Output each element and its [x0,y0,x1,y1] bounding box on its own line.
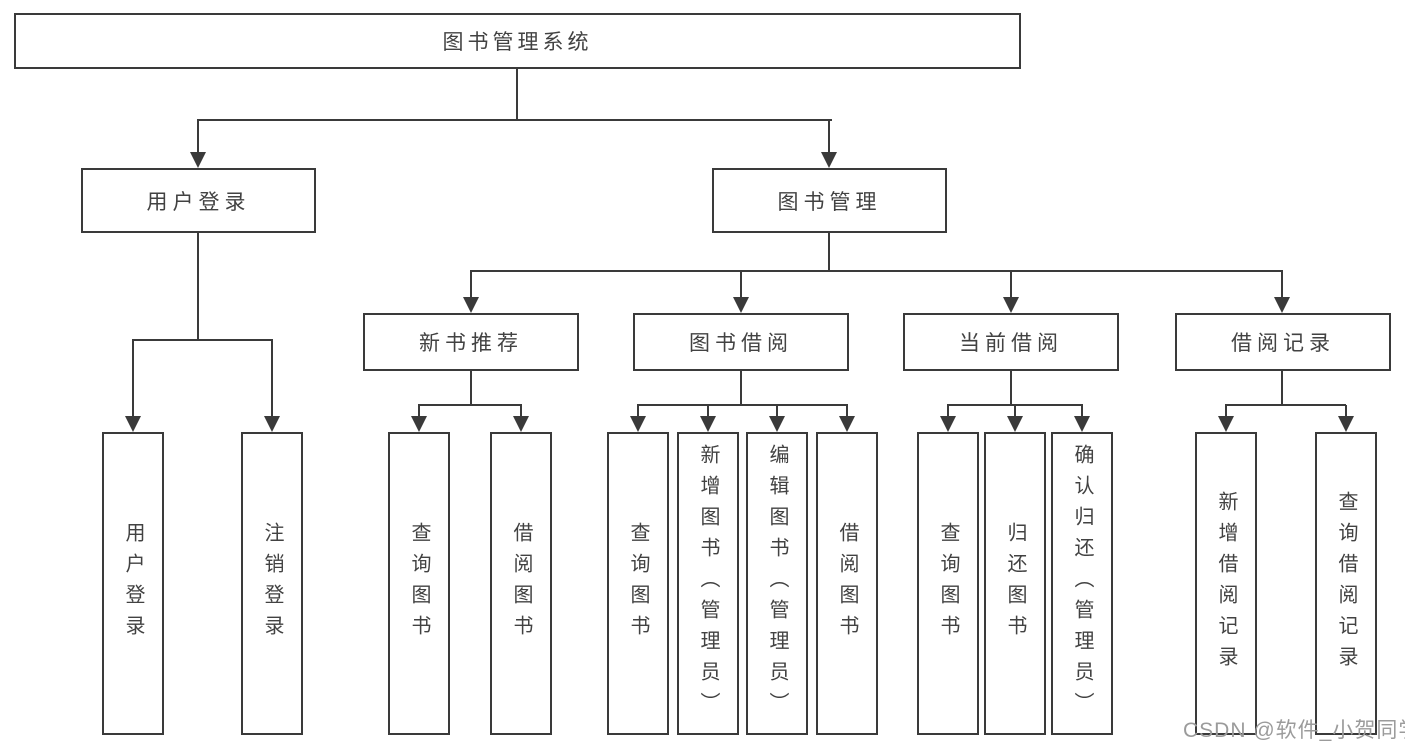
connector-line [637,404,848,406]
leaf-add-book-admin: 新增图书（管理员） [677,432,739,735]
leaf-borrow-books: 借阅图书 [816,432,878,735]
connector-line [1225,404,1346,406]
leaf-label: 编辑图书（管理员） [766,444,788,723]
connector-line [197,120,199,153]
watermark-csdn: CSDN @软件_小贺同学 [1183,719,1405,742]
leaf-label: 用户登录 [122,521,144,646]
connector-line [470,271,472,297]
arrow-down-icon [190,152,206,168]
node-new-book-recommend: 新书推荐 [363,313,579,371]
connector-line [470,371,472,405]
arrow-down-icon [1338,416,1354,432]
connector-line [271,340,273,416]
connector-line [1345,405,1347,416]
arrow-down-icon [264,416,280,432]
arrow-down-icon [700,416,716,432]
connector-line [776,405,778,416]
arrow-down-icon [513,416,529,432]
connector-line [1010,271,1012,297]
node-label: 用户登录 [146,190,251,214]
node-book-borrow: 图书借阅 [633,313,849,371]
leaf-label: 查询借阅记录 [1335,490,1357,677]
connector-line [637,405,639,416]
arrow-down-icon [940,416,956,432]
leaf-label: 注销登录 [261,521,283,646]
node-current-borrow: 当前借阅 [903,313,1119,371]
connector-line [132,340,134,416]
arrow-down-icon [769,416,785,432]
connector-line [740,371,742,405]
leaf-logout: 注销登录 [241,432,303,735]
leaf-label: 归还图书 [1004,521,1026,646]
connector-line [516,69,518,121]
connector-line [197,119,832,121]
node-label: 图书借阅 [689,332,793,355]
leaf-return-books: 归还图书 [984,432,1046,735]
node-library-system: 图书管理系统 [14,13,1021,69]
connector-line [1014,405,1016,416]
arrow-down-icon [821,152,837,168]
connector-line [1281,371,1283,405]
leaf-confirm-return-admin: 确认归还（管理员） [1051,432,1113,735]
connector-line [707,405,709,416]
arrow-down-icon [1074,416,1090,432]
node-borrow-records: 借阅记录 [1175,313,1391,371]
connector-line [470,270,1283,272]
arrow-down-icon [1218,416,1234,432]
connector-line [740,271,742,297]
node-label: 图书管理 [777,190,882,214]
node-label: 图书管理系统 [442,31,593,54]
connector-line [1225,405,1227,416]
arrow-down-icon [463,297,479,313]
leaf-label: 查询图书 [408,521,430,646]
connector-line [197,233,199,340]
connector-line [846,405,848,416]
node-label: 借阅记录 [1231,332,1335,355]
arrow-down-icon [733,297,749,313]
leaf-label: 新增图书（管理员） [697,444,719,723]
connector-line [418,404,522,406]
leaf-query-books-current: 查询图书 [917,432,979,735]
leaf-label: 确认归还（管理员） [1071,444,1093,723]
arrow-down-icon [630,416,646,432]
leaf-user-login: 用户登录 [102,432,164,735]
connector-line [520,405,522,416]
node-label: 新书推荐 [419,332,523,355]
arrow-down-icon [1003,297,1019,313]
leaf-label: 查询图书 [937,521,959,646]
connector-line [1081,405,1083,416]
connector-line [1010,371,1012,405]
arrow-down-icon [1007,416,1023,432]
arrow-down-icon [411,416,427,432]
connector-line [947,405,949,416]
leaf-label: 查询图书 [627,521,649,646]
arrow-down-icon [839,416,855,432]
leaf-query-borrow-record: 查询借阅记录 [1315,432,1377,735]
leaf-borrow-books-recommend: 借阅图书 [490,432,552,735]
node-user-login: 用户登录 [81,168,316,233]
connector-line [1281,271,1283,297]
leaf-label: 借阅图书 [836,521,858,646]
connector-line [828,233,830,272]
node-book-management: 图书管理 [712,168,947,233]
leaf-query-books-borrow: 查询图书 [607,432,669,735]
arrow-down-icon [125,416,141,432]
leaf-label: 新增借阅记录 [1215,490,1237,677]
node-label: 当前借阅 [959,332,1063,355]
connector-line [418,405,420,416]
leaf-edit-book-admin: 编辑图书（管理员） [746,432,808,735]
connector-line [132,339,273,341]
leaf-query-books-recommend: 查询图书 [388,432,450,735]
arrow-down-icon [1274,297,1290,313]
leaf-add-borrow-record: 新增借阅记录 [1195,432,1257,735]
leaf-label: 借阅图书 [510,521,532,646]
connector-line [828,120,830,153]
